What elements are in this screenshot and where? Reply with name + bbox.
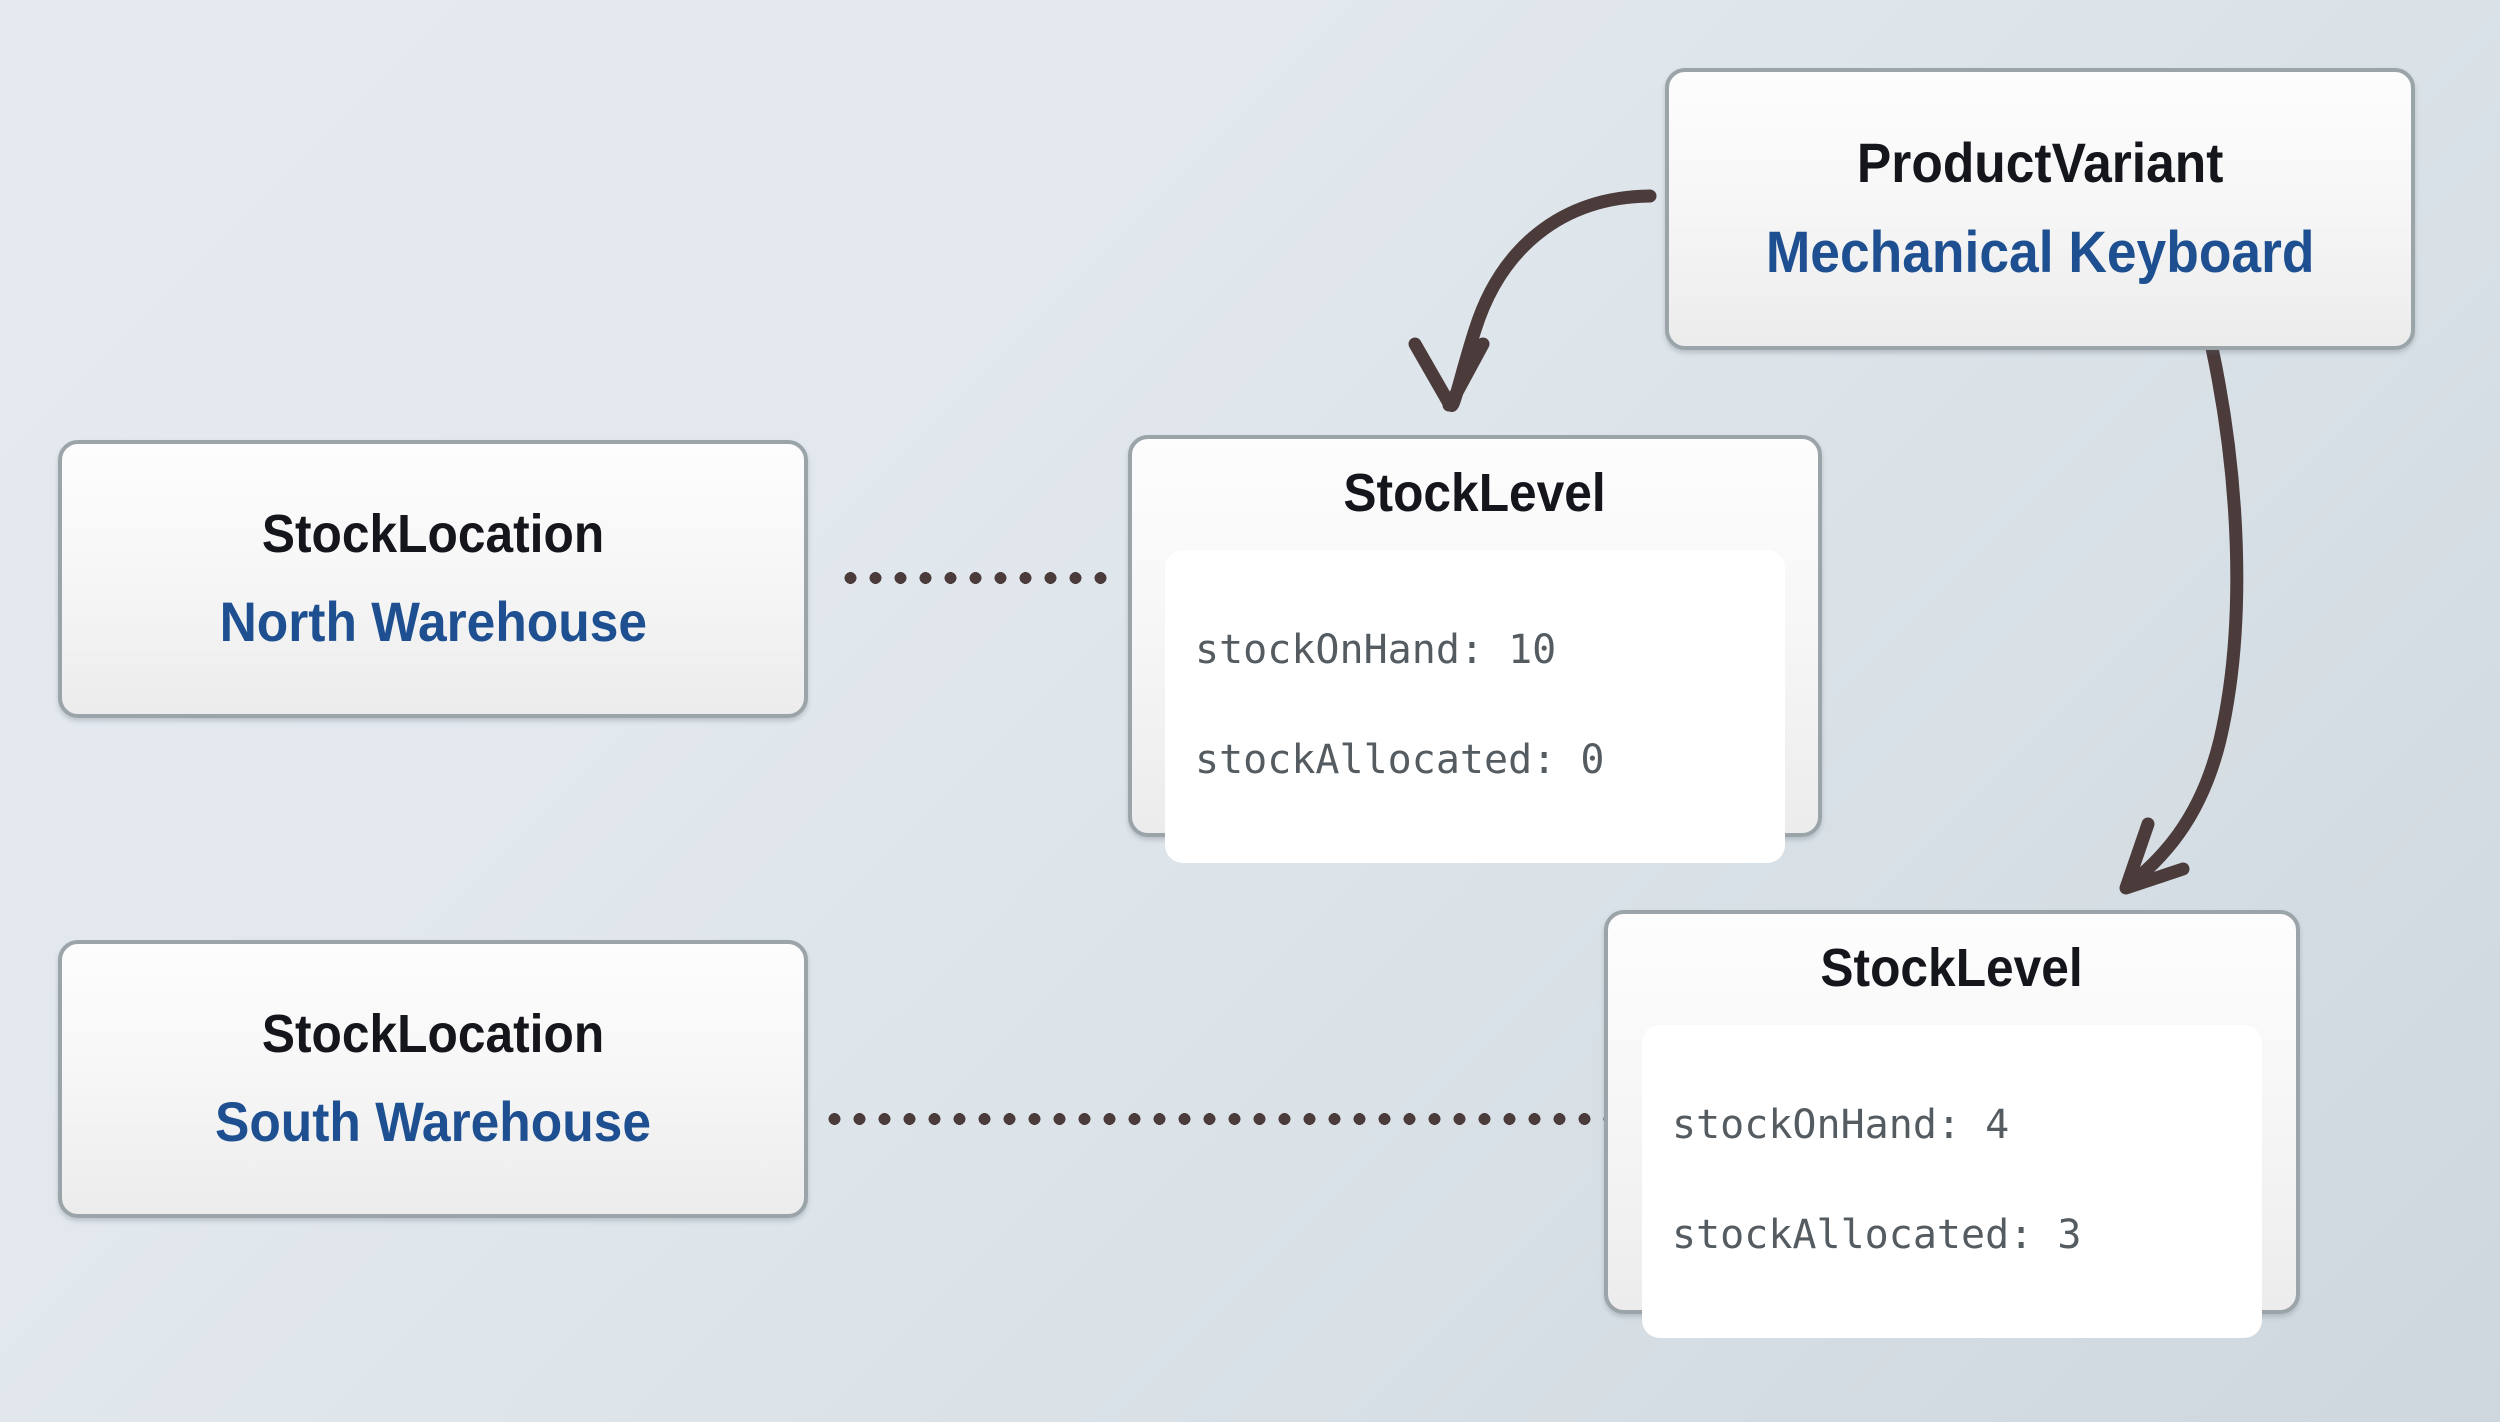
node-stock-level-north-type: StockLevel [1343, 463, 1607, 523]
node-stock-location-north[interactable]: StockLocation North Warehouse [58, 440, 808, 718]
connector-stocklocation-south-to-stocklevel [822, 1113, 1604, 1125]
property-stock-allocated: stockAllocated: 0 [1195, 736, 1605, 783]
property-stock-allocated: stockAllocated: 3 [1672, 1211, 2082, 1258]
node-stock-level-south-properties: stockOnHand: 4 stockAllocated: 3 [1642, 1024, 2262, 1339]
node-stock-location-south[interactable]: StockLocation South Warehouse [58, 940, 808, 1218]
node-stock-location-south-name: South Warehouse [214, 1089, 652, 1153]
property-stock-on-hand: stockOnHand: 10 [1195, 627, 1557, 674]
node-stock-level-north[interactable]: StockLevel stockOnHand: 10 stockAllocate… [1128, 435, 1822, 864]
node-stock-location-north-type: StockLocation [261, 504, 605, 565]
node-stock-location-north-name: North Warehouse [219, 589, 647, 653]
node-stock-level-north-properties: stockOnHand: 10 stockAllocated: 0 [1165, 549, 1785, 864]
node-product-variant-type: ProductVariant [1856, 131, 2224, 195]
node-stock-level-south-type: StockLevel [1820, 938, 2084, 998]
node-product-variant[interactable]: ProductVariant Mechanical Keyboard [1665, 68, 2415, 350]
node-stock-location-south-type: StockLocation [261, 1004, 605, 1065]
connector-stocklocation-north-to-stocklevel [838, 572, 1114, 584]
property-stock-on-hand: stockOnHand: 4 [1672, 1102, 2010, 1149]
arrow-variant-to-stocklevel-north [1408, 189, 1657, 413]
node-stock-level-south[interactable]: StockLevel stockOnHand: 4 stockAllocated… [1604, 910, 2300, 1339]
arrow-variant-to-stocklevel-south [2119, 341, 2244, 895]
node-product-variant-name: Mechanical Keyboard [1765, 219, 2315, 285]
